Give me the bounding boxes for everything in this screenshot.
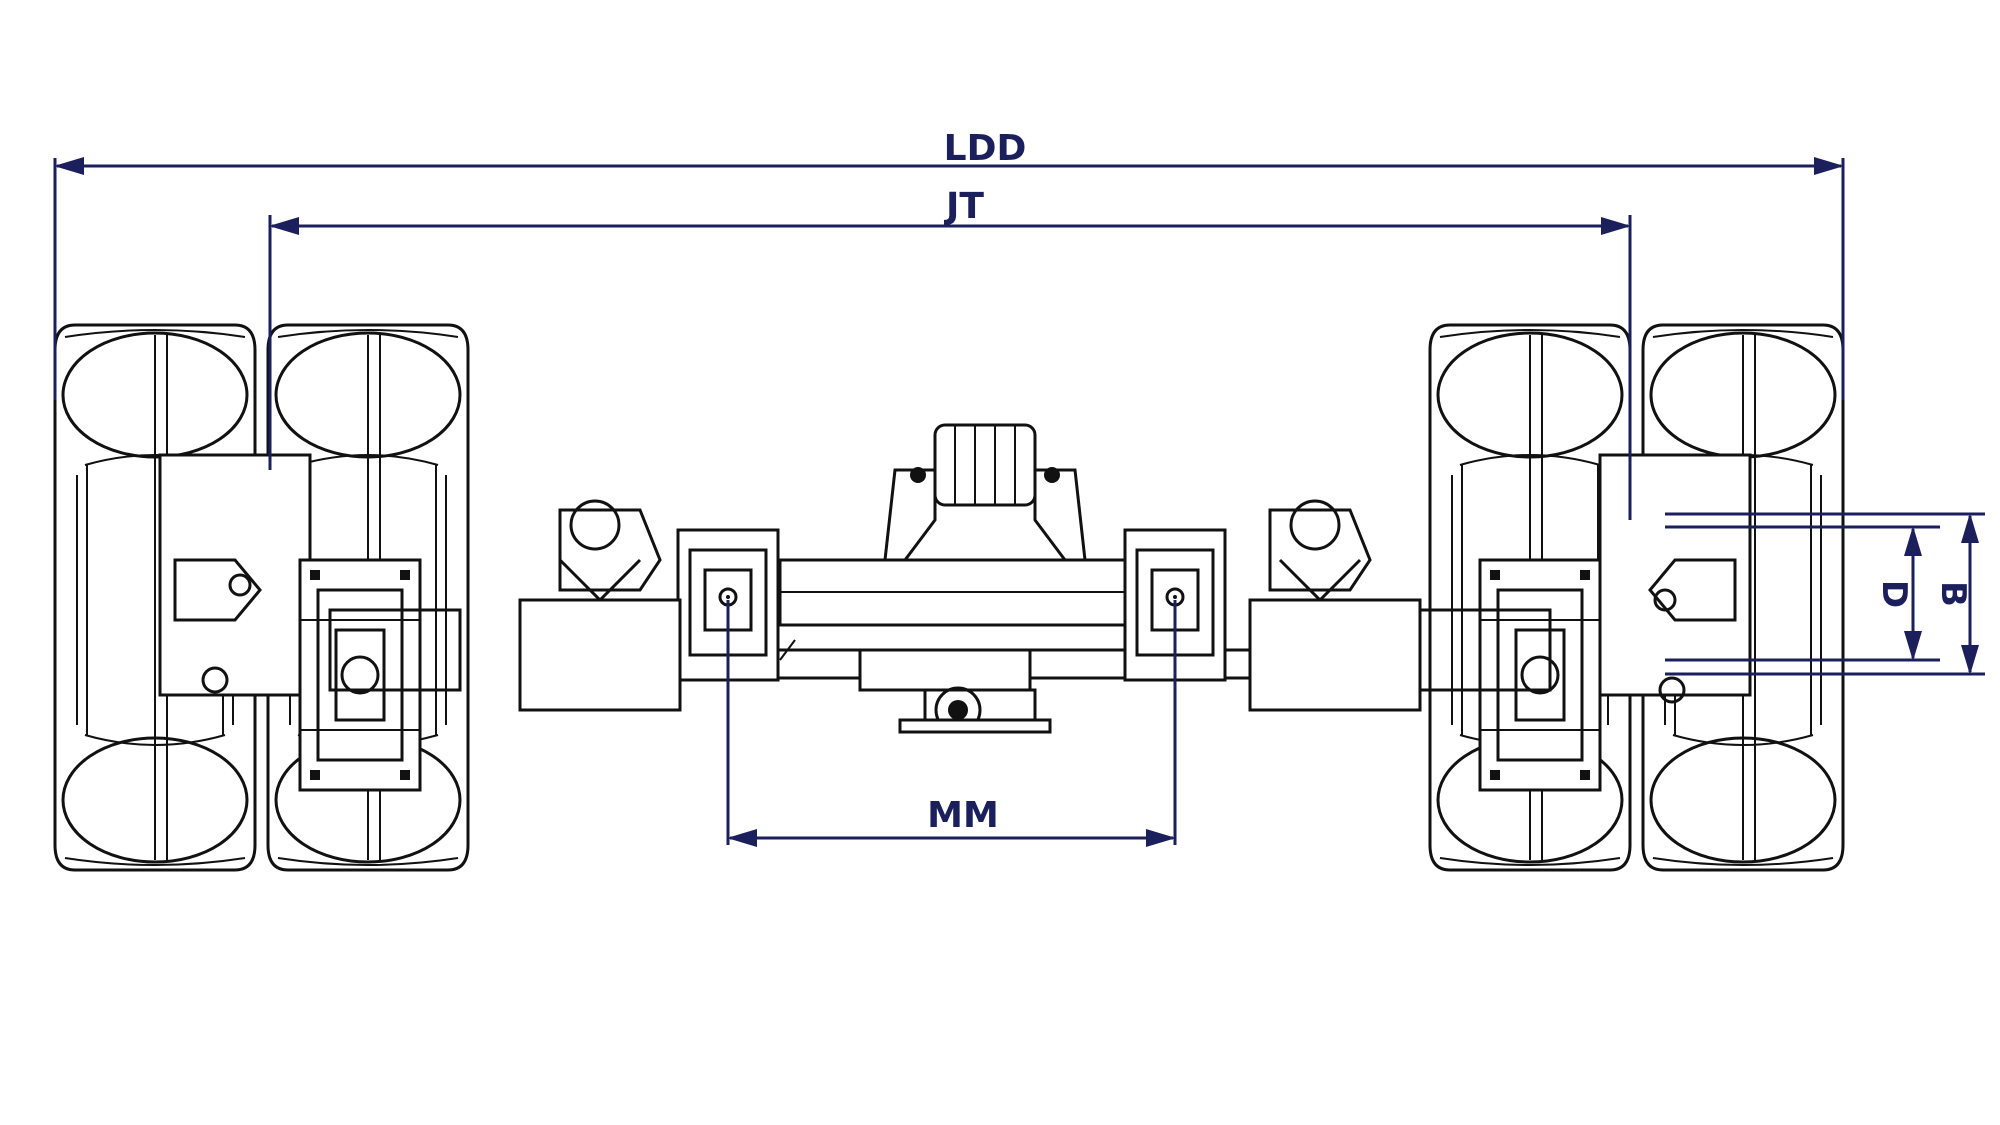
right-spring-seat <box>1123 499 1422 712</box>
left-spring-seat <box>518 499 780 712</box>
d-b-dimensions: D B <box>1665 512 1985 676</box>
ldd-dimension: LDD <box>53 128 1845 400</box>
jt-label: JT <box>943 186 984 227</box>
mm-label: MM <box>927 795 999 836</box>
left-hub <box>158 453 462 792</box>
ldd-label: LDD <box>944 128 1027 169</box>
right-hub <box>1418 453 1752 792</box>
center-bracket <box>883 423 1087 562</box>
d-label: D <box>1874 580 1914 608</box>
jt-dimension: JT <box>268 186 1632 520</box>
mm-dimension: MM <box>726 600 1177 847</box>
b-label: B <box>1933 581 1973 607</box>
